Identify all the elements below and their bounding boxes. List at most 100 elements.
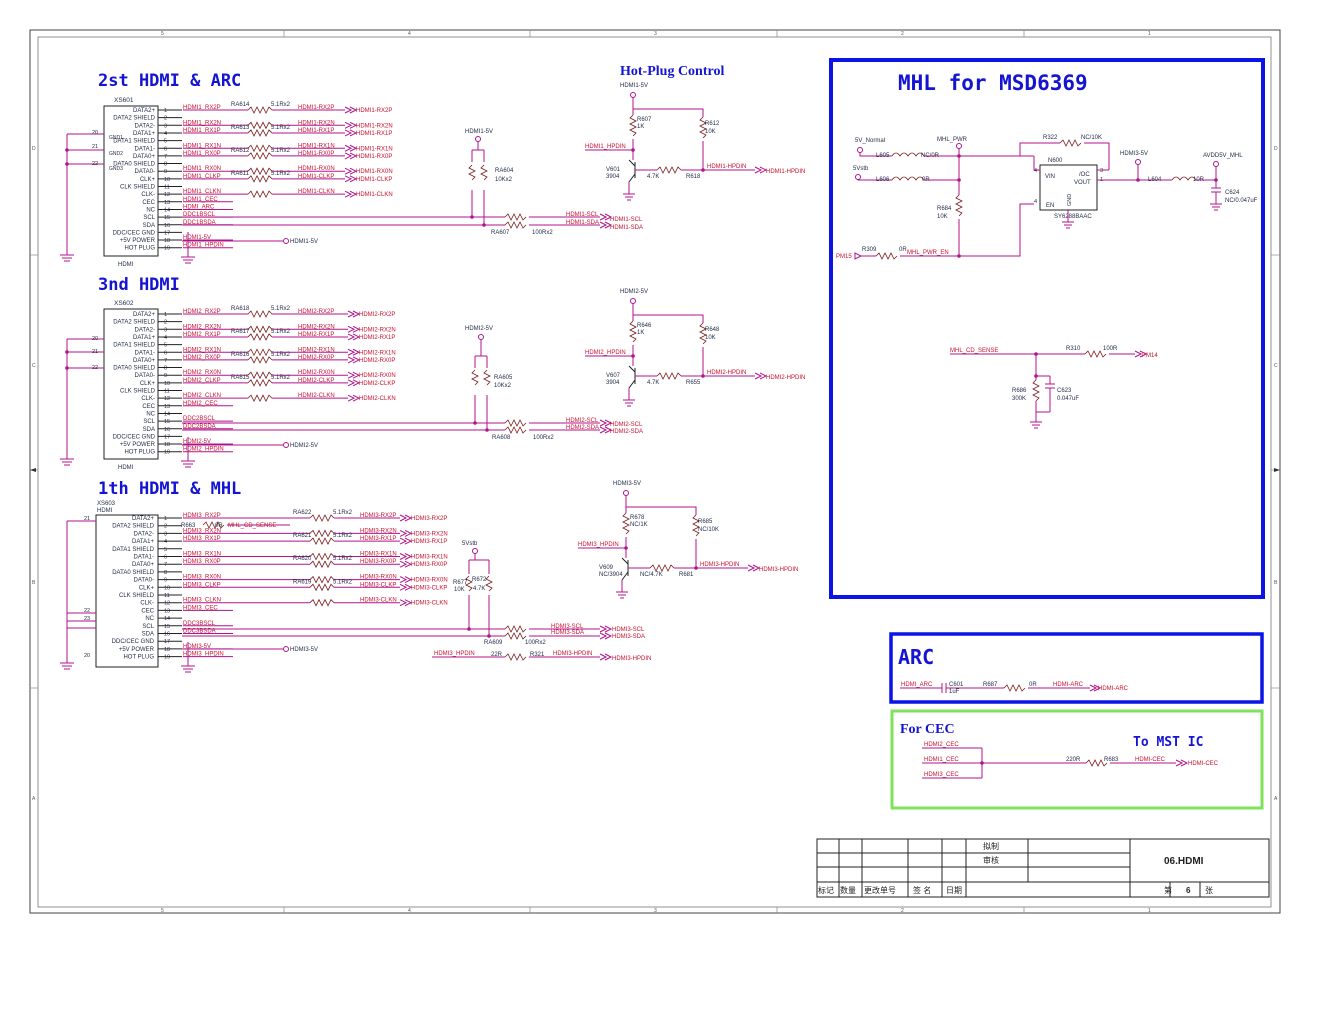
zone-left-a: A: [32, 796, 36, 802]
hdmi1-net-0: HDMI3_RX2P: [183, 513, 221, 519]
hdmi1-sda-port: HDMI3-SDA: [612, 634, 645, 640]
hdmi1-pin-label: DATA1 SHIELD: [112, 547, 154, 553]
hdmi3-scl-port: HDMI2-SCL: [610, 422, 643, 428]
mhl-pm14: PM14: [1142, 353, 1158, 359]
hdmi3-pin-number: 7: [164, 358, 167, 364]
hdmi1-hpd-port: HDMI3-HPDIN: [612, 656, 651, 662]
resistor-icon: [309, 537, 335, 545]
sheet-frame: 5 4 3 2 1 5 4 3 2 1 D C B A D C B A: [29, 29, 1281, 914]
hdmi1-pin-number: 11: [164, 593, 170, 599]
hdmi1-pin-number: 5: [164, 547, 167, 553]
hotplug-q-val: 3904: [606, 174, 620, 180]
hdmi2-pin-label: DATA1 SHIELD: [113, 139, 155, 145]
cec-section: For CEC To MST IC HDMI2_CEC HDMI1_CEC HD…: [890, 709, 1264, 810]
net-port-icon: [747, 564, 761, 572]
hotplug-q-val: 3904: [606, 380, 620, 386]
hotplug-out-port: HDMI1-HPDIN: [766, 169, 805, 175]
resistor-icon: [629, 320, 637, 343]
resistor-icon: [1085, 759, 1108, 767]
mhl-ic-ref: N600: [1048, 158, 1063, 164]
hdmi1-pin-number: 2: [164, 524, 167, 530]
hotplug-out-net: HDMI3-HPDIN: [700, 562, 739, 568]
hdmi3-pin-number: 5: [164, 343, 167, 349]
resistor-icon: [875, 252, 898, 260]
arc-box: [889, 632, 1264, 704]
cec-r683-ref: R683: [1104, 757, 1119, 763]
resistor-icon: [309, 560, 335, 569]
hdmi2-gnd2: GND2: [109, 151, 123, 157]
zone-right-d: D: [1274, 146, 1278, 152]
capacitor-icon: [1210, 166, 1222, 211]
hdmi2-pin-label: HOT PLUG: [124, 246, 155, 252]
mhl-5vstb: 5Vstb: [853, 166, 869, 172]
hdmi3-pin-label: NC: [146, 411, 155, 417]
hdmi2-pin-number: 10: [164, 177, 170, 183]
hdmi3-pin-number: 2: [164, 320, 167, 326]
hotplug-out-port: HDMI2-HPDIN: [766, 375, 805, 381]
hdmi1-pin-number: 19: [164, 655, 170, 661]
hdmi1-pin-label: DATA2-: [134, 531, 154, 537]
hdmi2-pin-number: 2: [164, 116, 167, 122]
mhl-pwr-icon: [956, 143, 962, 149]
npn-transistor-icon: [628, 365, 636, 389]
hdmi3-array-net: HDMI2-RX1N: [298, 347, 335, 353]
hdmi2-array-val: 5.1Rx2: [271, 102, 291, 108]
net-port-icon: [347, 333, 361, 341]
hdmi3-array-val: 5.1Rx2: [271, 375, 291, 381]
mhl-ic-gnd: GND: [1067, 194, 1073, 206]
ground-symbol-icon: [181, 232, 195, 264]
hdmi2-array-ref: RA612: [231, 148, 250, 154]
hdmi3-array-port: HDMI2-RX2N: [359, 327, 396, 333]
hotplug-in: HDMI2_HPDIN: [585, 350, 626, 356]
hdmi2-pin-21: 21: [92, 144, 98, 150]
ground-symbol-icon: [623, 193, 635, 201]
hdmi1-net-4: HDMI3_RX0P: [183, 559, 221, 565]
hdmi1-pin-number: 14: [164, 616, 170, 622]
hotplug-rb: R655: [686, 380, 701, 386]
hdmi1-array-port: HDMI3-RX2N: [411, 531, 448, 537]
zone-left-b: B: [32, 580, 36, 586]
zone-top-3: 3: [654, 31, 657, 37]
hdmi1-r663-ref: R663: [181, 523, 196, 529]
hotplug-r-c: R648: [705, 327, 720, 333]
ground-symbol-icon: [181, 437, 195, 468]
resistor-icon: [247, 174, 273, 183]
hdmi3-series-val: 100Rx2: [533, 435, 554, 441]
resistor-icon: [1084, 350, 1107, 358]
hdmi1-pin-label: DATA1-: [134, 555, 154, 561]
resistor-icon: [247, 394, 273, 403]
hdmi3-pin-label: CEC: [142, 404, 155, 410]
resistor-icon: [629, 114, 637, 137]
hdmi1-gnd-wire: [66, 520, 96, 663]
title-block: 拟制 审核 06.HDMI 标记 数量 更改单号 签 名 日期 第 6 张: [816, 838, 1270, 898]
hdmi1-pin-label: DATA0+: [132, 562, 154, 568]
hdmi1-net-5: HDMI3_RX0N: [183, 575, 221, 581]
hdmi2-pin-20: 20: [92, 130, 98, 136]
net-port-icon: [344, 167, 358, 175]
hdmi2-nets: HDMI1_RX2PHDMI1_RX2NHDMI1_RX1PHDMI1_RX1N…: [183, 105, 248, 249]
resistor-icon: [247, 190, 273, 199]
hdmi2-net-5: HDMI1_RX0N: [183, 166, 221, 172]
hdmi2-gnd-wire: [66, 133, 104, 255]
hdmi3-sda-net: HDMI2-SDA: [566, 425, 599, 431]
net-port-icon: [344, 106, 358, 114]
hdmi1-vcc-icon: [472, 548, 478, 554]
mhl-c624-val: NC/0.047uF: [1225, 198, 1258, 204]
mhl-section: MHL for MSD6369 5V_Normal L605 NC/0R MHL…: [829, 58, 1265, 599]
hdmi2-pin-22: 22: [92, 161, 98, 167]
hdmi3-connector-body: [103, 308, 159, 460]
hdmi1-pin-number: 8: [164, 570, 167, 576]
hdmi2-pin-number: 9: [164, 169, 167, 175]
hdmi3-pin-number: 4: [164, 335, 167, 341]
hotplug-out-net: HDMI2-HPDIN: [707, 370, 746, 376]
mhl-5vstb-icon: [855, 174, 861, 180]
mhl-ic-pin3: 3: [1100, 168, 1103, 174]
title-sheet-no: 6: [1186, 886, 1191, 895]
zone-right-c: C: [1274, 363, 1278, 369]
hdmi2-array-ref: RA613: [231, 125, 250, 131]
hdmi3-array-val: 5.1Rx2: [271, 329, 291, 335]
hdmi1-array-ref: RA619: [293, 579, 312, 585]
hdmi2-array-port: HDMI1-RX1P: [356, 131, 392, 137]
